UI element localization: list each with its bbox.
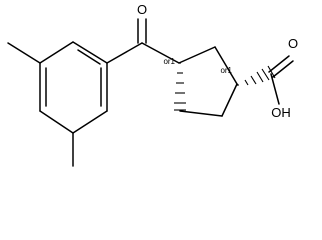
ring-bond-6 — [72, 41, 108, 64]
cp-bond-c1-c5 — [221, 83, 238, 117]
c3-stereo-hash-bond — [174, 62, 186, 111]
ring-bond-3 — [39, 110, 74, 134]
c1-stereo-label: or1 — [220, 66, 232, 75]
ring-bond-5 — [39, 41, 74, 64]
c3-stereo-label: or1 — [163, 57, 175, 66]
chemical-structure: O O OH or1 or1 — [7, 2, 298, 167]
cp-bond-c3-c2 — [178, 46, 216, 64]
cyclopentane-ring — [178, 46, 238, 117]
c1-stereo-hash-bond — [237, 65, 276, 86]
acid-double-bond-a — [268, 55, 290, 73]
cp-bond-c5-c4 — [179, 110, 223, 117]
acid-hydroxyl-bond — [270, 73, 280, 105]
benzene-ring — [39, 41, 108, 134]
methyl-bond-top — [7, 42, 41, 64]
acid-oxygen-label: O — [288, 36, 298, 51]
carbonyl-to-c3-bond — [141, 42, 180, 64]
aryl-carbonyl-bond — [106, 42, 143, 64]
hydroxyl-label: OH — [271, 105, 291, 120]
ring-bond-2 — [72, 110, 108, 134]
ketone-oxygen-label: O — [137, 2, 147, 17]
ring-inner-double-3 — [77, 49, 101, 65]
cp-bond-c2-c1 — [214, 46, 238, 85]
acid-double-bond-b — [272, 60, 294, 78]
